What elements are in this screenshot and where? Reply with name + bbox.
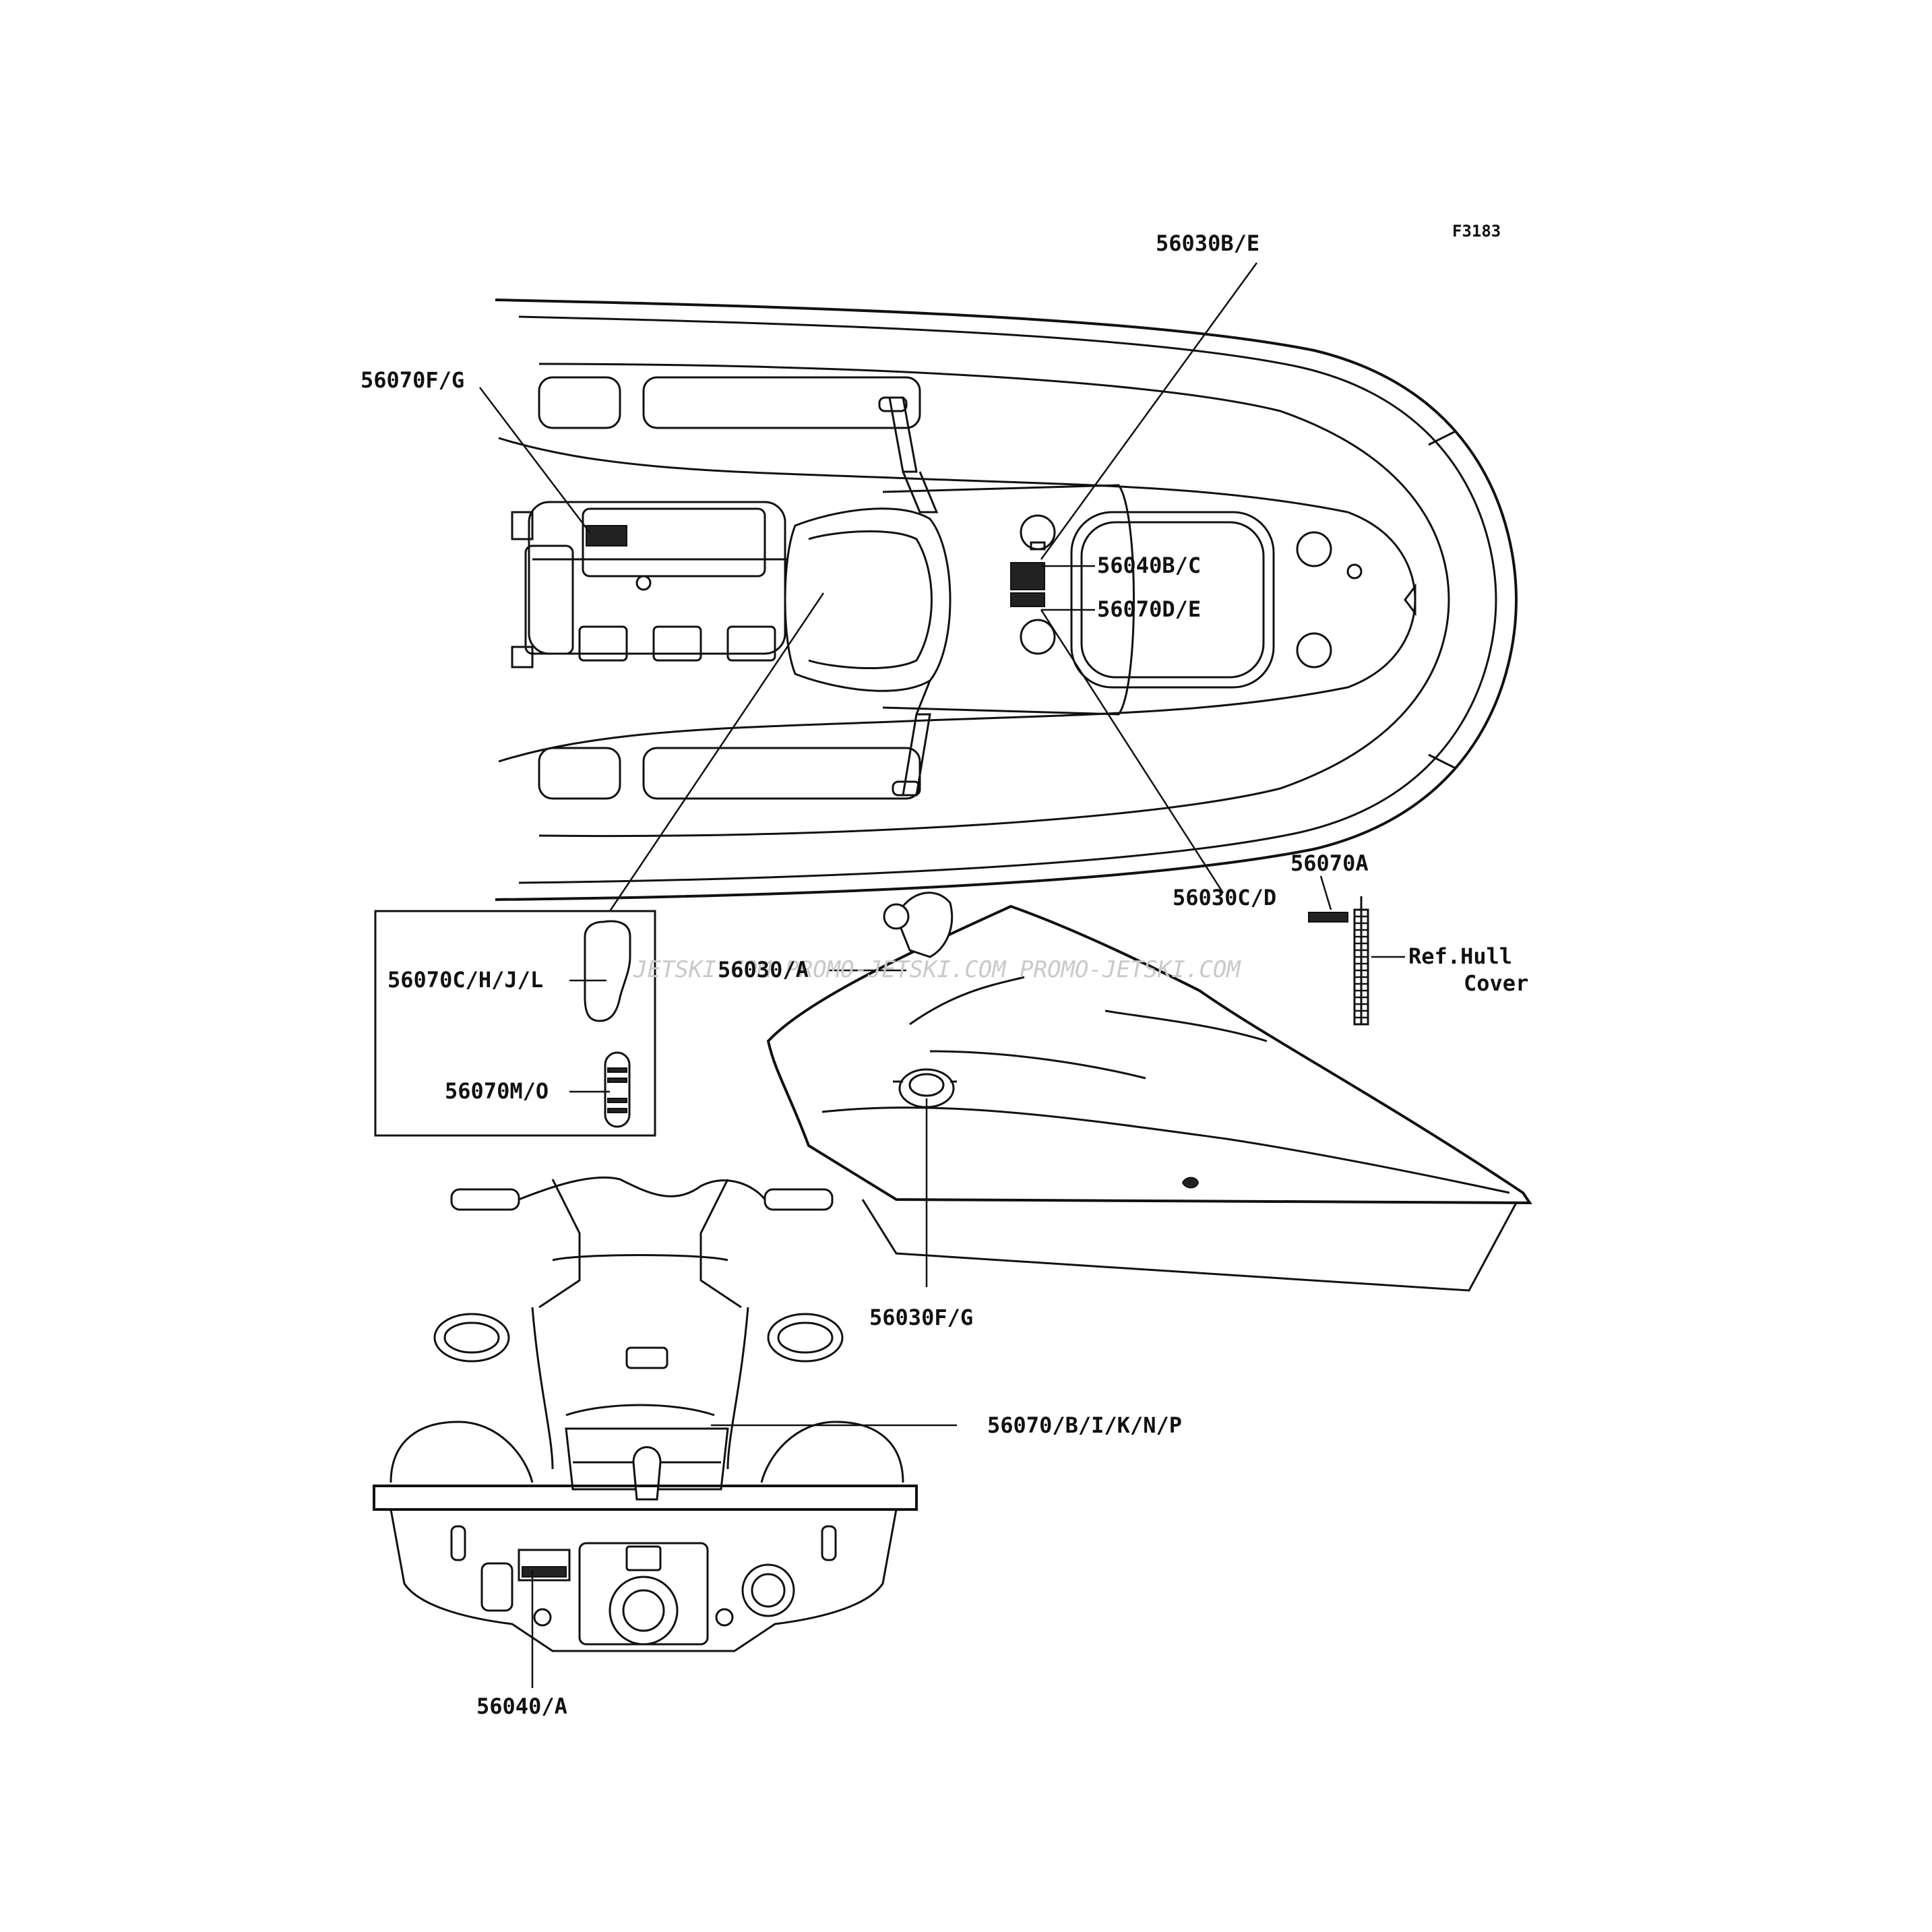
callout-56070CHJL: 56070C/H/J/L xyxy=(387,967,543,993)
callout-56030CD: 56030C/D xyxy=(1173,885,1276,910)
watermark-text: JETSKI.COM PROMO-JETSKI.COM PROMO-JETSKI… xyxy=(633,956,1241,983)
inset-box xyxy=(374,910,656,1137)
callout-labels: F3183 56030B/E 56070F/G 56040B/C 56070D/… xyxy=(361,222,1528,1719)
callout-ref-hull-cover-line2: Cover xyxy=(1464,970,1528,996)
callout-56070FG: 56070F/G xyxy=(361,367,464,393)
callout-56040BC: 56040B/C xyxy=(1097,553,1201,578)
callout-56070DE: 56070D/E xyxy=(1097,596,1201,622)
hull-cover-reference xyxy=(1308,896,1369,1026)
callout-56030BE: 56030B/E xyxy=(1156,230,1259,256)
callout-ref-hull-cover-line1: Ref.Hull xyxy=(1408,943,1512,969)
side-view-hull xyxy=(766,892,1532,1292)
callout-56070MO: 56070M/O xyxy=(445,1078,549,1104)
callout-56030A: 56030/A xyxy=(718,957,809,983)
leader-lines xyxy=(479,262,1405,1688)
callout-56030FG: 56030F/G xyxy=(869,1305,973,1330)
callout-56070A: 56070A xyxy=(1290,850,1369,876)
callout-56070BIKNP: 56070/B/I/K/N/P xyxy=(987,1412,1182,1438)
rear-view-hull xyxy=(373,1176,918,1652)
figure-id: F3183 xyxy=(1452,222,1501,241)
callout-56040A: 56040/A xyxy=(476,1693,567,1719)
top-view-hull xyxy=(495,299,1518,901)
